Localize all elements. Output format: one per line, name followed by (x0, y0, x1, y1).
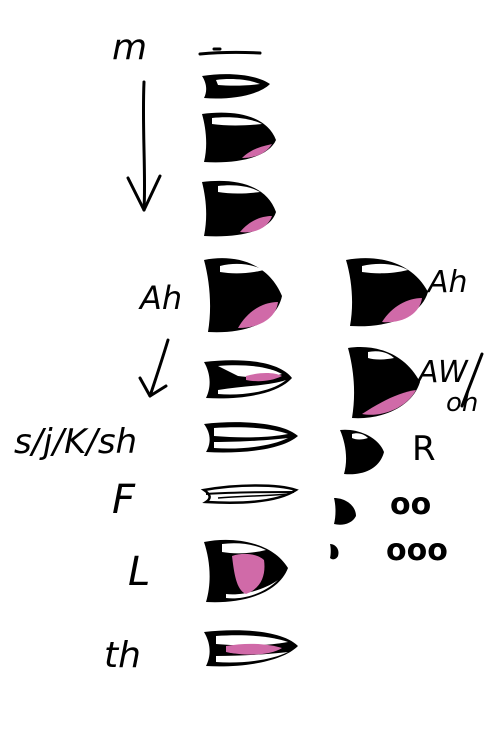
mouth-th (204, 630, 298, 667)
mouth-ooo (330, 544, 339, 560)
label-th: th (104, 635, 141, 676)
mouth-slightly-open (202, 74, 270, 99)
label-ah-right: Ah (428, 265, 468, 300)
label-l: L (128, 549, 151, 595)
down-arrow-icon (126, 80, 162, 212)
slash-icon (460, 352, 484, 408)
label-aw: AW (418, 355, 468, 390)
mouth-teeth (204, 422, 298, 453)
label-ah-left: Ah (140, 279, 183, 317)
label-m: m (112, 27, 148, 68)
mouth-f (200, 484, 299, 504)
mouth-l (204, 539, 288, 603)
mouth-r (340, 429, 384, 475)
down-arrow-small-icon (138, 338, 170, 398)
label-oo: oo (390, 487, 432, 522)
mouth-oo (334, 498, 356, 525)
mouth-closed-line (198, 47, 262, 56)
label-ooo: ooo (386, 533, 448, 568)
label-s-j-k-sh: s/j/K/sh (14, 422, 138, 462)
mouth-wide-tongue (204, 360, 292, 399)
mouth-open-small (202, 112, 276, 163)
label-r: R (412, 429, 436, 469)
mouth-ah-right (346, 258, 428, 327)
label-oh: oh (446, 388, 479, 418)
mouth-open-medium (202, 180, 276, 237)
mouth-aw (348, 347, 420, 419)
label-f: F (112, 477, 136, 523)
mouth-ah-left (204, 258, 282, 333)
